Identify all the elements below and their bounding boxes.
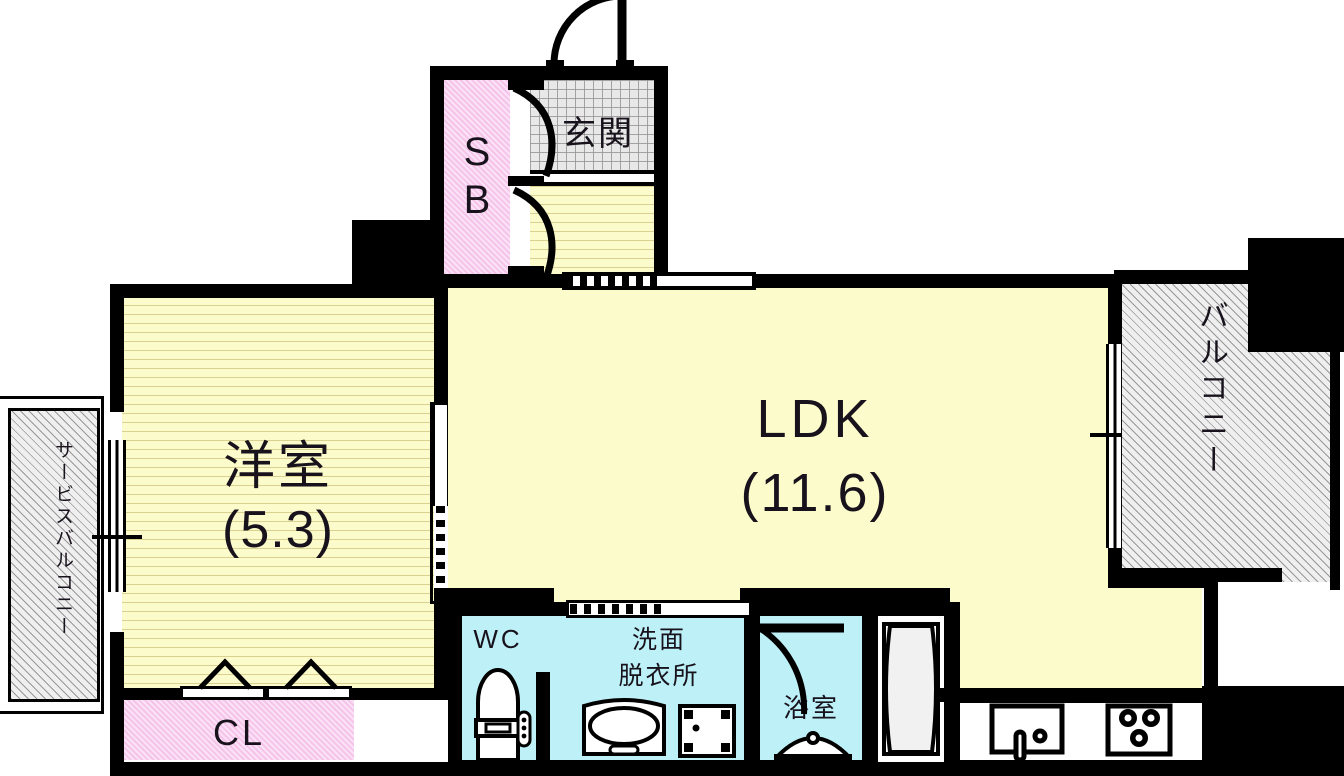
- structural-column-bottom-right: [1204, 686, 1344, 776]
- bath-door-swing-icon[interactable]: [748, 618, 858, 726]
- wall-wet-top-right: [752, 602, 944, 616]
- western-room-floor: [122, 296, 434, 688]
- sb-folding-door-lower[interactable]: [508, 186, 570, 282]
- bathtub-icon: [882, 622, 940, 756]
- ldk-entry-door-outline: [562, 272, 756, 290]
- closet-door-arrow-left: [198, 658, 252, 690]
- sb-door-head-upper: [508, 80, 544, 90]
- western-room-window[interactable]: [108, 440, 126, 592]
- washroom-label-line1: 洗面: [631, 626, 686, 654]
- wall-wc-divider: [536, 672, 550, 762]
- closet-floor: [124, 700, 354, 760]
- closet-door-panel-right[interactable]: [266, 686, 352, 700]
- wall-western-bottom: [110, 762, 462, 776]
- washroom-label-line2: 脱衣所: [618, 662, 700, 690]
- western-room-label: 洋室: [222, 438, 333, 496]
- bath-washbasin-icon: [774, 731, 852, 762]
- balcony-outer-rail: [1330, 262, 1340, 590]
- window-center-mark-left: [92, 535, 142, 539]
- wall-kitchen-bottom: [948, 760, 1218, 776]
- closet-label: CL: [212, 712, 266, 753]
- balcony-label: バルコニー: [1194, 300, 1227, 480]
- wall-entrance-right: [654, 66, 668, 274]
- wall-ldk-top-right: [760, 274, 1122, 288]
- closet-door-panel-left[interactable]: [180, 686, 266, 700]
- shoebox-label-line1: S: [463, 130, 491, 174]
- wall-bath-right: [862, 608, 878, 762]
- service-balcony-floor: [8, 408, 100, 702]
- toilet-label: WC: [473, 624, 523, 654]
- western-room-area: (5.3): [222, 501, 334, 559]
- sb-door-head-bottom: [508, 266, 544, 276]
- washing-machine-pan-icon: [678, 704, 736, 758]
- front-door-swing-icon[interactable]: [548, 0, 640, 74]
- shoebox-floor: [444, 80, 510, 274]
- wall-balcony-bottom: [1114, 568, 1282, 582]
- wall-balcony-top: [1114, 270, 1248, 284]
- bath-label: 浴室: [782, 693, 839, 723]
- wall-ldk-bottom-left: [434, 588, 554, 602]
- structural-column-top-right: [1248, 238, 1344, 352]
- sb-folding-door-upper[interactable]: [508, 84, 570, 180]
- wall-western-left-upper: [110, 284, 124, 412]
- closet-door-arrow-right: [284, 658, 338, 690]
- wall-western-right-upper: [434, 284, 448, 402]
- wall-western-left-lower: [110, 632, 124, 776]
- wall-ldk-far-right: [1204, 574, 1218, 700]
- wall-bath-left: [744, 616, 760, 762]
- wall-ldk-right-upper: [1108, 274, 1122, 352]
- ldk-entry-sliding-door-panel[interactable]: [664, 276, 752, 286]
- wall-wet-top-left: [448, 602, 568, 616]
- sink-icon: [989, 703, 1065, 763]
- genkan-label: 玄関: [562, 115, 634, 153]
- western-ldk-sliding-door-lower[interactable]: [436, 506, 445, 602]
- washroom-sliding-door-dotted[interactable]: [570, 604, 662, 614]
- shoebox-label-line2: B: [463, 178, 491, 222]
- sb-door-head-lower: [508, 176, 544, 186]
- wall-wet-left: [448, 602, 462, 776]
- ldk-area: (11.6): [740, 463, 890, 523]
- ldk-label: LDK: [756, 389, 874, 449]
- structural-column-left: [352, 220, 444, 292]
- window-center-mark-right: [1090, 433, 1142, 437]
- three-burner-stove-icon: [1105, 703, 1173, 757]
- toilet-icon: [474, 668, 532, 762]
- ldk-entry-sliding-door-dotted[interactable]: [566, 276, 664, 286]
- washbasin-icon: [582, 698, 666, 756]
- wall-kitchen-right: [1202, 686, 1218, 776]
- service-balcony-label: サービスバルコニー: [52, 440, 73, 638]
- wall-ldk-bottom-right: [740, 588, 950, 602]
- wall-wet-bottom: [448, 760, 948, 776]
- front-door-jamb-right: [616, 60, 634, 80]
- balcony-floor: [1122, 270, 1330, 582]
- wall-ldk-bottom-kitchen: [940, 688, 1218, 702]
- wall-western-right-lower: [434, 600, 448, 700]
- front-door-jamb-left: [546, 60, 564, 80]
